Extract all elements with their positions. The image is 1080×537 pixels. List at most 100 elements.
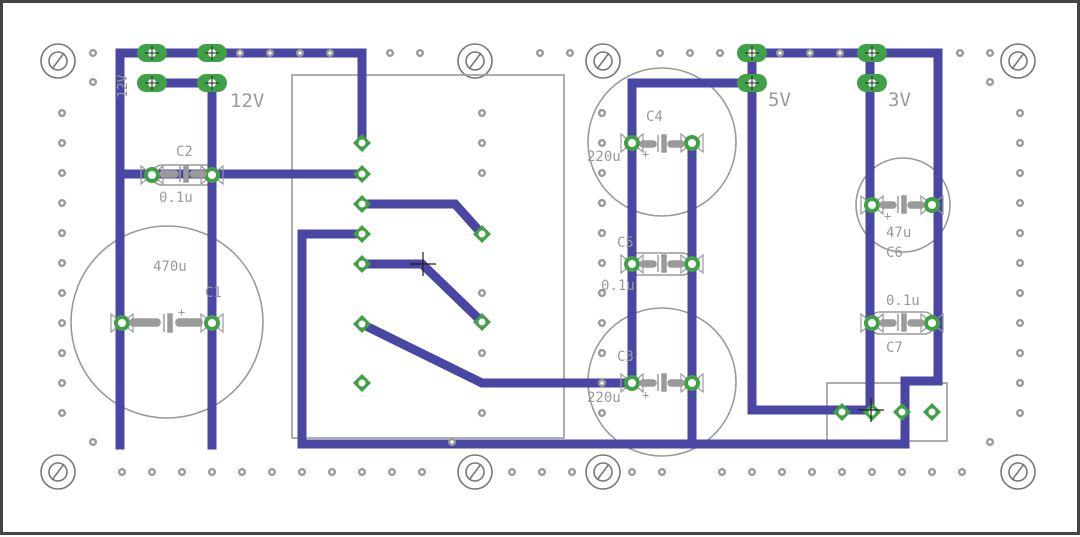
c3-pad bbox=[680, 372, 704, 394]
via-hole bbox=[418, 468, 426, 476]
via-hole bbox=[716, 49, 724, 57]
via-hole bbox=[1016, 199, 1024, 207]
via-hole bbox=[58, 319, 66, 327]
via-hole bbox=[266, 49, 274, 57]
module-pad bbox=[353, 374, 371, 392]
connector-pad bbox=[893, 403, 911, 421]
via-hole bbox=[1016, 409, 1024, 417]
via-hole bbox=[58, 349, 66, 357]
c5-pad bbox=[680, 253, 704, 275]
via-hole bbox=[776, 49, 784, 57]
via-hole bbox=[538, 468, 546, 476]
header-pad bbox=[137, 74, 167, 92]
header-pad bbox=[137, 44, 167, 62]
svg-text:+: + bbox=[642, 388, 649, 402]
module-pad bbox=[353, 225, 371, 243]
c3-name: C3 bbox=[617, 349, 634, 365]
via-hole bbox=[928, 468, 936, 476]
via-hole bbox=[326, 49, 334, 57]
c2-value: 0.1u bbox=[159, 190, 193, 206]
label-12v: 12V bbox=[230, 90, 264, 112]
mounting-holes bbox=[40, 43, 1036, 490]
via-hole bbox=[58, 169, 66, 177]
via-hole bbox=[328, 468, 336, 476]
c6-outline bbox=[855, 157, 951, 253]
via-hole bbox=[1016, 349, 1024, 357]
via-hole bbox=[89, 438, 97, 446]
via-hole bbox=[508, 468, 516, 476]
c3-pad bbox=[620, 372, 644, 394]
header-pad bbox=[737, 74, 767, 92]
via-hole bbox=[686, 49, 694, 57]
mounting-hole-icon bbox=[585, 43, 621, 79]
via-hole bbox=[478, 289, 486, 297]
via-hole bbox=[478, 169, 486, 177]
svg-text:+: + bbox=[884, 209, 891, 223]
origin-markers bbox=[410, 252, 884, 422]
connector-pad bbox=[833, 403, 851, 421]
c7-value: 0.1u bbox=[886, 293, 920, 309]
c1-pad bbox=[110, 312, 134, 334]
mounting-hole-icon bbox=[40, 43, 76, 79]
c1-value: 470u bbox=[153, 259, 187, 275]
via-hole bbox=[598, 139, 606, 147]
via-hole bbox=[748, 468, 756, 476]
via-hole bbox=[568, 468, 576, 476]
silk-labels: 12V 5V 3V 12V C1 470u C2 0.1u C3 220u C4… bbox=[116, 74, 920, 406]
c7-symbol bbox=[879, 313, 925, 332]
via-hole bbox=[58, 109, 66, 117]
c6-pad bbox=[920, 194, 944, 216]
via-hole bbox=[268, 468, 276, 476]
via-hole bbox=[58, 409, 66, 417]
via-hole bbox=[1016, 259, 1024, 267]
via-hole bbox=[58, 289, 66, 297]
via-hole bbox=[778, 468, 786, 476]
c1-outline bbox=[70, 225, 264, 419]
crosshair-icon bbox=[410, 252, 436, 276]
c5-symbol bbox=[639, 254, 685, 273]
via-hole bbox=[1016, 289, 1024, 297]
via-hole bbox=[806, 49, 814, 57]
module-outline bbox=[291, 74, 565, 439]
c4-name: C4 bbox=[646, 109, 663, 125]
via-hole bbox=[448, 438, 456, 446]
pads bbox=[110, 44, 944, 421]
via-hole bbox=[208, 468, 216, 476]
via-hole bbox=[1016, 139, 1024, 147]
via-hole bbox=[478, 139, 486, 147]
via-hole bbox=[1016, 109, 1024, 117]
module-pad bbox=[473, 313, 491, 331]
cap-symbols: + + + + bbox=[129, 134, 925, 402]
via-hole bbox=[956, 49, 964, 57]
via-hole bbox=[958, 468, 966, 476]
via-hole bbox=[566, 49, 574, 57]
c1-name: C1 bbox=[205, 285, 222, 301]
mounting-hole-icon bbox=[1000, 43, 1036, 79]
via-hole bbox=[598, 289, 606, 297]
via-hole bbox=[1016, 379, 1024, 387]
via-hole bbox=[838, 468, 846, 476]
mounting-hole-icon bbox=[457, 454, 493, 490]
via-hole bbox=[598, 409, 606, 417]
c3-value: 220u bbox=[587, 390, 621, 406]
via-hole bbox=[298, 468, 306, 476]
via-hole bbox=[628, 468, 636, 476]
c5-pad bbox=[620, 253, 644, 275]
c7-pad bbox=[920, 312, 944, 334]
via-hole bbox=[656, 49, 664, 57]
c6-value: 47u bbox=[886, 225, 911, 241]
header-pad bbox=[857, 44, 887, 62]
via-hole bbox=[296, 49, 304, 57]
mounting-hole-icon bbox=[457, 43, 493, 79]
via-hole bbox=[808, 468, 816, 476]
via-hole bbox=[598, 199, 606, 207]
via-hole bbox=[536, 49, 544, 57]
c4-value: 220u bbox=[587, 149, 621, 165]
via-hole bbox=[478, 409, 486, 417]
via-hole bbox=[836, 49, 844, 57]
module-pad bbox=[353, 134, 371, 152]
via-hole bbox=[89, 78, 97, 86]
via-hole bbox=[58, 199, 66, 207]
header-pad bbox=[857, 74, 887, 92]
